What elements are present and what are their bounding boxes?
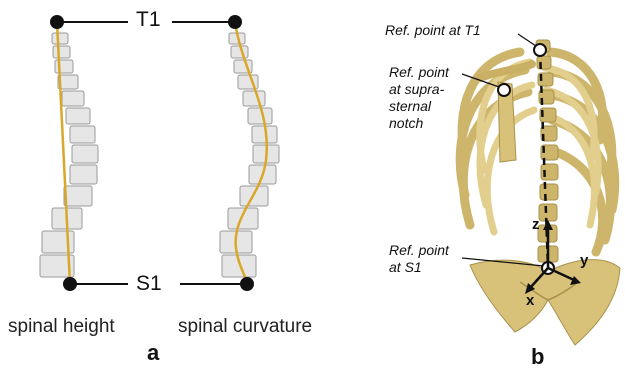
ref-s1-label: Ref. point at S1 [389,242,449,276]
ref-t1-label: Ref. point at T1 [385,22,481,39]
spine-right-vertebrae [220,33,279,277]
s1-marker-left [63,277,77,291]
s1-label: S1 [136,272,162,296]
spinal-height-caption: spinal height [8,316,115,338]
s1-marker-right [240,277,254,291]
axis-z-label: z [532,216,540,233]
panel-b-label: b [531,344,544,370]
spinal-curvature-caption: spinal curvature [178,316,312,338]
axis-x-label: x [526,292,534,309]
rib-cage-illustration [460,40,620,345]
ref-notch-label: Ref. point at supra- sternal notch [389,64,449,132]
panel-a-label: a [147,340,159,366]
t1-marker-left [50,15,64,29]
ref-point-notch-marker [498,84,510,96]
t1-label: T1 [136,8,161,32]
axis-y-label: y [580,252,588,269]
ref-point-t1-marker [534,44,546,56]
leader-t1 [518,34,536,46]
t1-marker-right [228,15,242,29]
